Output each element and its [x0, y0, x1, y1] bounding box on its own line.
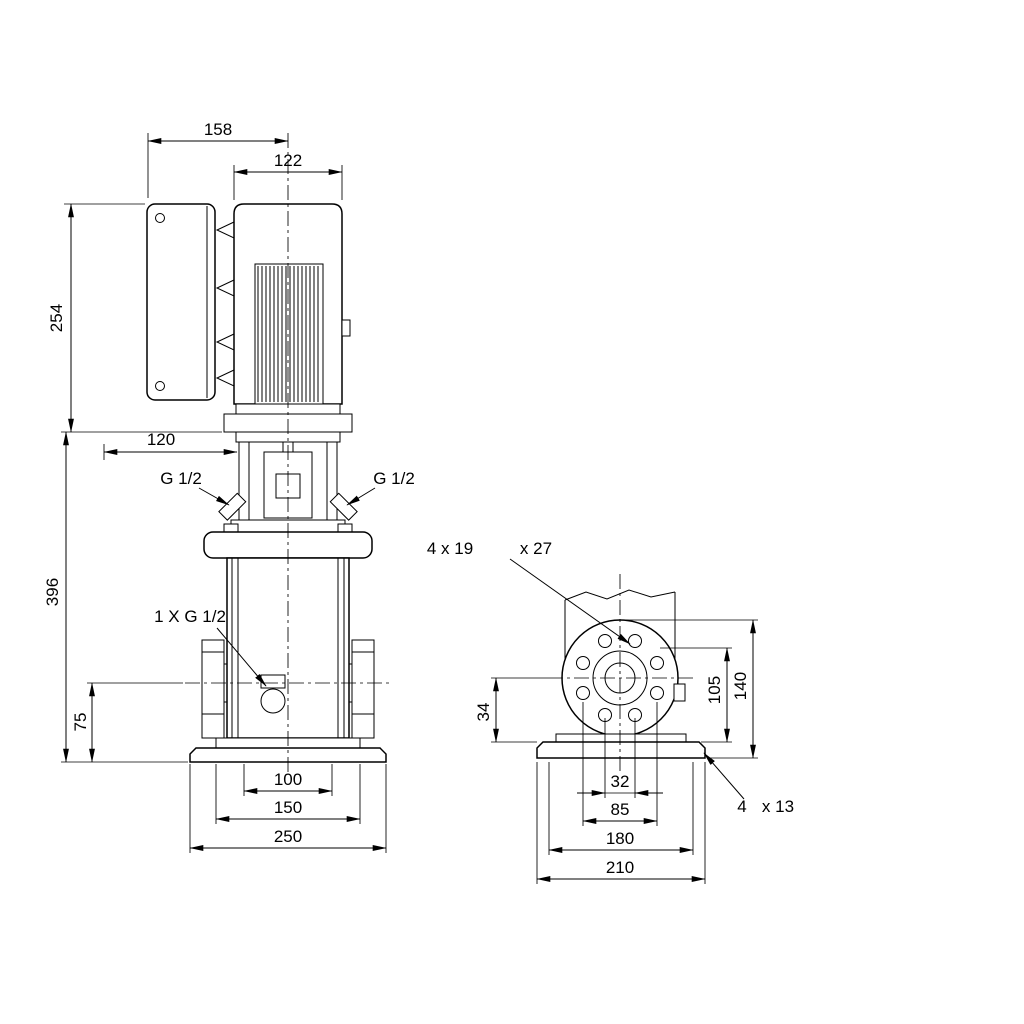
flange-holes-note: 4 x 19: [427, 539, 473, 558]
motor-stool: [203, 431, 373, 559]
box-clips: [215, 221, 235, 387]
dim-bolt-circle-label: 85: [611, 800, 630, 819]
dim-bore-label: 32: [611, 772, 630, 791]
discharge-flange-right: [349, 639, 375, 739]
motor-fin-block: [254, 263, 324, 405]
port-right-leader: [346, 487, 376, 506]
dim-flange-bottom-height-label: 34: [474, 703, 493, 722]
dim-motor-height-label: 254: [47, 304, 66, 332]
base-holes-note-2: x 13: [762, 797, 794, 816]
dim-base-depth-label: 210: [606, 858, 634, 877]
dim-flange-top-height-label: 140: [731, 672, 750, 700]
dim-pump-height-label: 396: [43, 578, 62, 606]
drain-port-label: 1 X G 1/2: [154, 607, 226, 626]
centerlines: [185, 133, 695, 775]
dim-foot-width-label: 150: [274, 798, 302, 817]
flange-holes-note-2: x 27: [520, 539, 552, 558]
base-holes-note: 4: [737, 797, 746, 816]
dim-base-width-label: 250: [274, 827, 302, 846]
break-line: [564, 589, 676, 601]
flange-holes-leader: [509, 558, 631, 645]
base-plate-side: [536, 741, 706, 759]
dim-head-depth-label: 120: [147, 430, 175, 449]
drain-port: [260, 674, 286, 714]
vent-plug-left: [218, 492, 247, 521]
port-right-label: G 1/2: [373, 469, 415, 488]
suction-flange-left: [201, 639, 227, 739]
dimension-lines: [63, 138, 756, 882]
side-view: [536, 589, 706, 759]
dim-port-height-label: 75: [71, 713, 90, 732]
drain-leader: [216, 627, 267, 687]
base-holes-leader: [703, 752, 745, 800]
dim-overall-width-label: 158: [204, 120, 232, 139]
dim-base-hole-spacing-front-label: 100: [274, 770, 302, 789]
bolt-hole: [650, 686, 664, 700]
dim-flange-center-height-label: 105: [705, 676, 724, 704]
flange-lug: [673, 683, 686, 702]
pump-body-side: [564, 592, 676, 668]
bolt-hole: [598, 634, 612, 648]
port-left-label: G 1/2: [160, 469, 202, 488]
bolt-hole: [650, 656, 664, 670]
bolt-hole: [576, 656, 590, 670]
front-view: [146, 203, 387, 763]
box-screw-icon: [155, 213, 165, 223]
base-plate: [189, 747, 387, 763]
staybolts: [231, 558, 345, 738]
port-left-leader: [198, 487, 230, 506]
motor-fins: [257, 266, 319, 402]
dim-base-hole-spacing-side-label: 180: [606, 829, 634, 848]
flange-bolt-holes: [576, 634, 664, 722]
extension-lines: [61, 133, 758, 884]
bolt-hole: [628, 634, 642, 648]
box-screw-icon: [155, 381, 165, 391]
bolt-hole: [576, 686, 590, 700]
vent-plug-right: [329, 492, 358, 521]
leader-lines: [198, 487, 745, 800]
dim-motor-diameter-label: 122: [274, 151, 302, 170]
pump-foot-side: [555, 733, 687, 743]
terminal-box: [146, 203, 235, 401]
